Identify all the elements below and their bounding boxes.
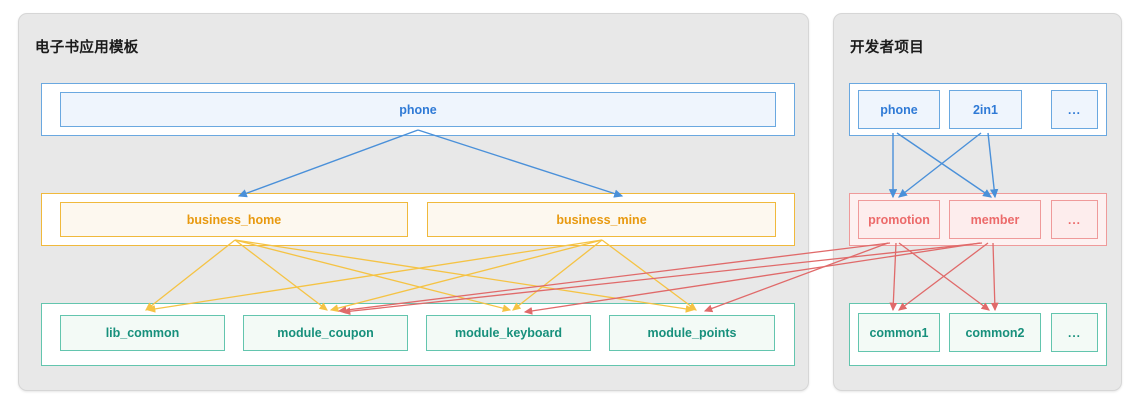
- node-module-points[interactable]: module_points: [609, 315, 775, 351]
- node-business-home[interactable]: business_home: [60, 202, 408, 237]
- node-right-phone[interactable]: phone: [858, 90, 940, 129]
- node-common2[interactable]: common2: [949, 313, 1041, 352]
- node-module-keyboard[interactable]: module_keyboard: [426, 315, 591, 351]
- node-business-mine[interactable]: business_mine: [427, 202, 776, 237]
- node-right-app-more[interactable]: ...: [1051, 90, 1098, 129]
- node-right-2in1[interactable]: 2in1: [949, 90, 1022, 129]
- node-promotion[interactable]: promotion: [858, 200, 940, 239]
- node-module-coupon[interactable]: module_coupon: [243, 315, 408, 351]
- node-lib-common[interactable]: lib_common: [60, 315, 225, 351]
- panel-left-title: 电子书应用模板: [35, 40, 139, 56]
- panel-right-title: 开发者项目: [850, 40, 924, 56]
- node-member[interactable]: member: [949, 200, 1041, 239]
- node-right-module-more[interactable]: ...: [1051, 313, 1098, 352]
- node-right-business-more[interactable]: ...: [1051, 200, 1098, 239]
- node-left-phone[interactable]: phone: [60, 92, 776, 127]
- node-common1[interactable]: common1: [858, 313, 940, 352]
